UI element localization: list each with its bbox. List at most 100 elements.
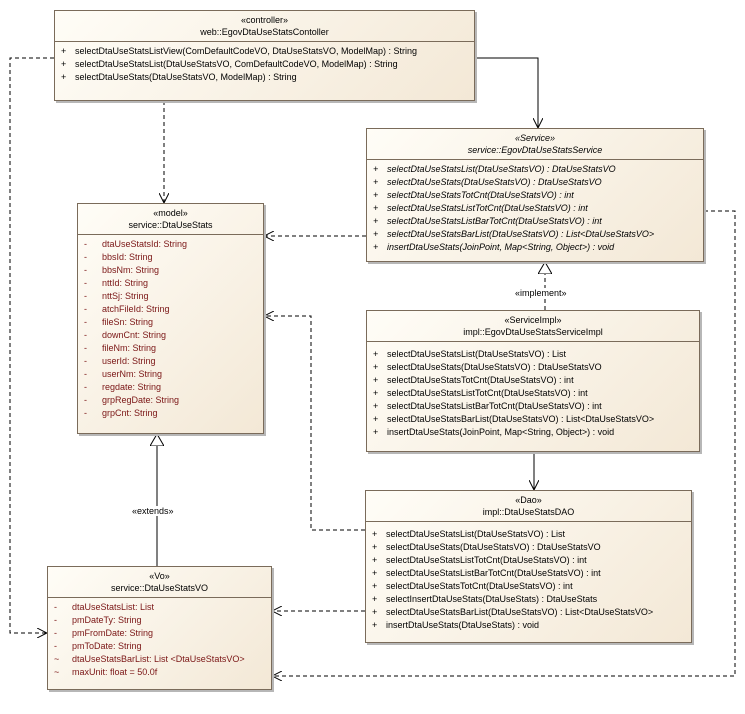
attribute-signature: maxUnit: float = 50.0f — [72, 667, 158, 677]
operation-signature: selectDtaUseStatsTotCnt(DtaUseStatsVO) :… — [386, 581, 573, 591]
visibility-marker: + — [373, 229, 379, 239]
service-impl-class[interactable]: «ServiceImpl» impl::EgovDtaUseStatsServi… — [366, 310, 700, 452]
visibility-marker: + — [373, 216, 379, 226]
visibility-marker: + — [61, 72, 67, 82]
vo-header: «Vo» service::DtaUseStatsVO — [48, 567, 271, 598]
attribute-signature: dtaUseStatsList: List — [72, 602, 155, 612]
visibility-marker: + — [373, 190, 379, 200]
visibility-marker: - — [84, 291, 87, 301]
model-header: «model» service::DtaUseStats — [78, 204, 263, 235]
operation-signature: selectDtaUseStatsList(DtaUseStatsVO) : D… — [387, 164, 616, 174]
operation-row: +selectDtaUseStatsListTotCnt(DtaUseStats… — [373, 387, 695, 400]
attribute-row: -grpRegDate: String — [84, 394, 259, 407]
operation-signature: selectDtaUseStatsListBarTotCnt(DtaUseSta… — [386, 568, 601, 578]
visibility-marker: + — [372, 568, 378, 578]
implement-label: «implement» — [514, 288, 568, 298]
attribute-signature: pmToDate: String — [72, 641, 142, 651]
operation-row: +selectDtaUseStatsList(DtaUseStatsVO) : … — [373, 163, 699, 176]
operation-row: +insertDtaUseStats(JoinPoint, Map<String… — [373, 426, 695, 439]
visibility-marker: + — [372, 555, 378, 565]
operation-signature: selectDtaUseStatsBarList(DtaUseStatsVO) … — [386, 607, 654, 617]
impl-operations: + selectDtaUseStatsList(DtaUseStatsVO) : … — [367, 342, 699, 441]
operation-row: +selectDtaUseStatsTotCnt(DtaUseStatsVO) … — [373, 374, 695, 387]
attribute-row: - fileNm: String — [84, 342, 259, 355]
model-stereotype: «model» — [153, 208, 188, 218]
operation-signature: selectDtaUseStats(DtaUseStatsVO, ModelMa… — [75, 72, 297, 82]
operation-signature: selectDtaUseStatsTotCnt(DtaUseStatsVO) :… — [387, 190, 574, 200]
service-name: service::EgovDtaUseStatsService — [467, 145, 603, 155]
operation-signature: selectDtaUseStats(DtaUseStatsVO) : DtaUs… — [387, 362, 602, 372]
operation-row: +insertDtaUseStats(DtaUseStats) : void — [372, 619, 687, 632]
attribute-signature: downCnt: String — [102, 330, 167, 340]
model-attributes: -dtaUseStatsId: String -bbsId: String -b… — [78, 235, 263, 422]
controller-to-service-line — [475, 57, 538, 128]
attribute-signature: grpCnt: String — [102, 408, 158, 418]
controller-class[interactable]: «controller» web::EgovDtaUseStatsContoll… — [54, 10, 475, 101]
attribute-row: - regdate: String — [84, 381, 259, 394]
controller-header: «controller» web::EgovDtaUseStatsContoll… — [55, 11, 474, 42]
operation-signature: selectDtaUseStatsList(DtaUseStatsVO) : L… — [387, 349, 567, 359]
attribute-signature: fileNm: String — [102, 343, 157, 353]
visibility-marker: + — [373, 349, 379, 359]
operation-row: + selectDtaUseStatsListBarTotCnt(DtaUseSt… — [372, 567, 687, 580]
service-interface[interactable]: «Service» service::EgovDtaUseStatsServic… — [366, 128, 704, 262]
attribute-signature: regdate: String — [102, 382, 162, 392]
attribute-signature: dtaUseStatsBarList: List <DtaUseStatsVO> — [72, 654, 245, 664]
visibility-marker: + — [372, 529, 378, 539]
operation-row: + selectDtaUseStatsList(DtaUseStatsVO) : … — [372, 528, 687, 541]
operation-row: +selectDtaUseStatsListTotCnt(DtaUseStats… — [372, 554, 687, 567]
attribute-row: -userNm: String — [84, 368, 259, 381]
visibility-marker: + — [373, 177, 379, 187]
visibility-marker: + — [372, 594, 378, 604]
impl-stereotype: «ServiceImpl» — [504, 315, 562, 325]
visibility-marker: - — [84, 330, 87, 340]
attribute-row: -pmFromDate: String — [54, 627, 267, 640]
service-operations: + selectDtaUseStatsList(DtaUseStatsVO) : … — [367, 160, 703, 256]
operation-row: +selectInsertDtaUseStats(DtaUseStats) : … — [372, 593, 687, 606]
attribute-row: -nttId: String — [84, 277, 259, 290]
vo-attributes: -dtaUseStatsList: List -pmDateTy: String… — [48, 598, 271, 681]
attribute-row: -bbsId: String — [84, 251, 259, 264]
visibility-marker: - — [54, 641, 57, 651]
operation-signature: selectDtaUseStats(DtaUseStatsVO) : DtaUs… — [387, 177, 602, 187]
operation-row: +selectDtaUseStatsListView(ComDefaultCod… — [61, 45, 470, 58]
visibility-marker: - — [84, 356, 87, 366]
operation-signature: selectDtaUseStatsList(DtaUseStatsVO) : L… — [386, 529, 566, 539]
visibility-marker: - — [84, 252, 87, 262]
operation-row: +selectDtaUseStats(DtaUseStatsVO) : DtaU… — [372, 541, 687, 554]
visibility-marker: + — [373, 203, 379, 213]
operation-signature: selectDtaUseStatsBarList(DtaUseStatsVO) … — [387, 414, 655, 424]
attribute-signature: nttSj: String — [102, 291, 149, 301]
model-class[interactable]: «model» service::DtaUseStats -dtaUseStat… — [77, 203, 264, 434]
visibility-marker: + — [373, 362, 379, 372]
visibility-marker: - — [54, 628, 57, 638]
operation-row: + selectDtaUseStatsBarList(DtaUseStatsVO)… — [373, 228, 699, 241]
operation-row: +insertDtaUseStats(JoinPoint, Map<String… — [373, 241, 699, 254]
vo-class[interactable]: «Vo» service::DtaUseStatsVO -dtaUseStats… — [47, 566, 272, 690]
operation-row: + selectDtaUseStatsListTotCnt(DtaUseStats… — [373, 202, 699, 215]
operation-signature: selectDtaUseStatsListTotCnt(DtaUseStatsV… — [387, 203, 588, 213]
service-header: «Service» service::EgovDtaUseStatsServic… — [367, 129, 703, 160]
visibility-marker: + — [372, 620, 378, 630]
attribute-row: -atchFileId: String — [84, 303, 259, 316]
visibility-marker: + — [61, 46, 67, 56]
operation-signature: selectDtaUseStatsListTotCnt(DtaUseStatsV… — [387, 388, 588, 398]
operation-signature: insertDtaUseStats(JoinPoint, Map<String,… — [387, 427, 615, 437]
dao-class[interactable]: «Dao» impl::DtaUseStatsDAO +selectDtaUse… — [365, 490, 692, 643]
operation-signature: selectDtaUseStatsList(DtaUseStatsVO, Com… — [75, 59, 398, 69]
visibility-marker: - — [84, 369, 87, 379]
vo-stereotype: «Vo» — [149, 571, 170, 581]
operation-signature: insertDtaUseStats(JoinPoint, Map<String,… — [387, 242, 615, 252]
operation-row: +selectDtaUseStatsBarList(DtaUseStatsVO)… — [372, 606, 687, 619]
visibility-marker: - — [84, 265, 87, 275]
visibility-marker: - — [84, 304, 87, 314]
impl-name: impl::EgovDtaUseStatsServiceImpl — [463, 327, 603, 337]
operation-signature: selectDtaUseStatsBarList(DtaUseStatsVO) … — [387, 229, 655, 239]
dao-operations: + selectDtaUseStatsList(DtaUseStatsVO) : … — [366, 522, 691, 634]
controller-to-vo-dependency — [9, 57, 54, 633]
visibility-marker: - — [84, 343, 87, 353]
visibility-marker: - — [84, 382, 87, 392]
dao-name: impl::DtaUseStatsDAO — [482, 507, 575, 517]
attribute-row: -fileSn: String — [84, 316, 259, 329]
visibility-marker: - — [54, 615, 57, 625]
